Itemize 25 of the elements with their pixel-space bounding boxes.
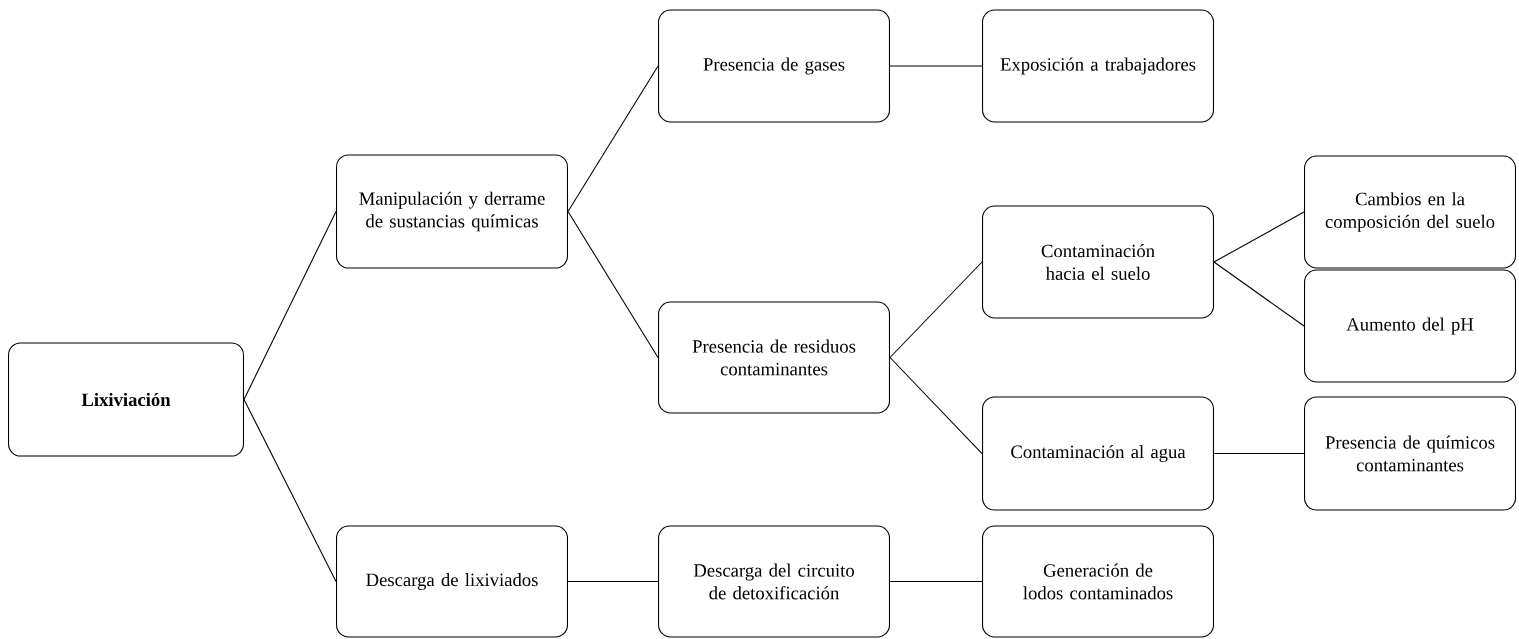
connector-line xyxy=(1213,452,1305,455)
connector-line xyxy=(567,580,659,583)
process-box: Aumento del pH xyxy=(1304,269,1517,383)
process-box: Descarga de lixiviados xyxy=(336,525,568,638)
connector-line xyxy=(243,210,337,401)
process-box: Presencia de químicos contaminantes xyxy=(1304,396,1517,511)
connector-line xyxy=(243,398,337,583)
process-box: Manipulación y derrame de sustancias químicas xyxy=(336,154,568,269)
process-box: Cambios en la composición del suelo xyxy=(1304,155,1517,269)
process-box: Presencia de gases xyxy=(658,9,890,123)
connector-line xyxy=(567,65,659,213)
process-box: Contaminación al agua xyxy=(982,396,1214,511)
connector-line xyxy=(567,210,659,359)
connector-line xyxy=(1213,211,1305,263)
process-box: Presencia de residuos contaminantes xyxy=(658,301,890,414)
connector-line xyxy=(889,580,983,583)
process-box: Exposición a trabajadores xyxy=(982,9,1214,123)
process-box: Descarga del circuito de detoxificación xyxy=(658,525,890,638)
process-box: Lixiviación xyxy=(8,342,244,457)
connector-line xyxy=(889,356,983,455)
process-box: Contaminación hacia el suelo xyxy=(982,205,1214,319)
connector-line xyxy=(889,261,983,359)
process-box: Generación de lodos contaminados xyxy=(982,525,1214,638)
connector-line xyxy=(889,65,983,67)
connector-line xyxy=(1213,261,1305,327)
